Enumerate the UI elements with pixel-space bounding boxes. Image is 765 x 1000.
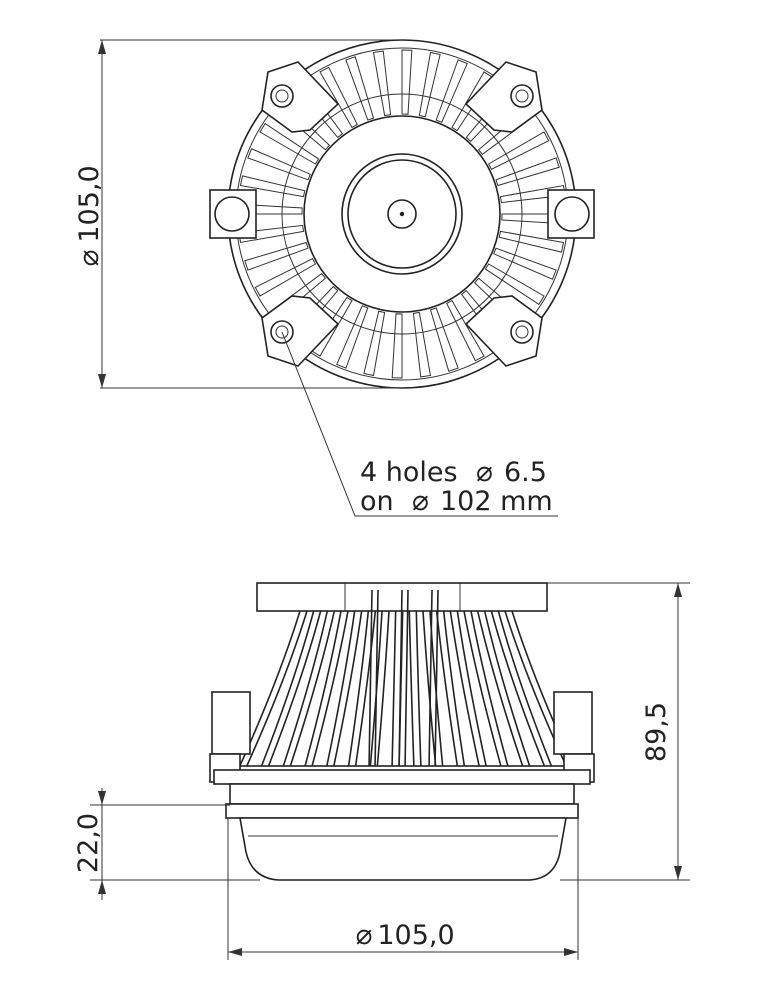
- side-fin: [347, 610, 370, 771]
- side-fin: [288, 610, 336, 771]
- side-fin: [449, 610, 481, 771]
- side-terminal-right: [553, 691, 593, 755]
- side-fin: [303, 610, 342, 771]
- side-fin: [415, 610, 422, 771]
- top-diameter-value: 105,0: [74, 165, 105, 242]
- fin: [446, 299, 485, 362]
- top-view: [209, 39, 595, 389]
- center-dot: [399, 211, 405, 217]
- terminal-left: [209, 189, 257, 239]
- fin: [493, 247, 557, 280]
- side-view: [209, 582, 595, 881]
- side-fin: [310, 610, 349, 771]
- fin: [495, 157, 560, 187]
- side-fin: [259, 610, 315, 771]
- side-fin: [442, 610, 466, 771]
- side-terminal-left: [211, 691, 251, 755]
- side-fin: [281, 610, 329, 771]
- side-fin: [391, 610, 397, 771]
- bottom-diameter-symbol: ⌀: [356, 918, 373, 951]
- mount-hole: [270, 320, 294, 344]
- side-fin: [476, 610, 525, 771]
- fin: [412, 311, 432, 378]
- note-line1-prefix: 4 holes: [360, 457, 458, 488]
- note-line1-value: 6.5: [504, 457, 547, 488]
- fin: [401, 49, 413, 115]
- fin: [259, 122, 320, 165]
- fin: [336, 305, 369, 369]
- hole-note: 4 holes ⌀ 6.5 on ⌀ 102 mm: [281, 331, 558, 517]
- side-fin: [435, 610, 459, 771]
- note-line2-symbol: ⌀: [412, 484, 429, 517]
- side-fin: [332, 610, 363, 771]
- bottom-diameter-dimension: ⌀ 105,0: [227, 818, 579, 960]
- bottom-diameter-value: 105,0: [377, 920, 454, 951]
- side-center-fin: [368, 589, 379, 771]
- fin: [487, 131, 550, 170]
- terminal-right: [547, 189, 595, 239]
- fin: [363, 310, 386, 377]
- note-line2-value: 102 mm: [440, 486, 553, 517]
- fin: [345, 56, 375, 121]
- side-fin: [422, 610, 437, 771]
- fin: [435, 59, 468, 123]
- note-line1-symbol: ⌀: [476, 455, 493, 488]
- top-diameter-dimension: ⌀ 105,0: [72, 39, 402, 389]
- mounting-flange: [261, 61, 543, 367]
- top-diameter-symbol: ⌀: [72, 250, 105, 267]
- mount-hole: [510, 320, 534, 344]
- mount-hole: [510, 84, 534, 108]
- side-fin: [266, 610, 322, 771]
- fin: [429, 307, 459, 372]
- note-line2-prefix: on: [360, 486, 394, 517]
- fin: [391, 313, 403, 379]
- side-rear-dome: [239, 817, 567, 881]
- side-fin: [408, 610, 415, 771]
- fin: [498, 230, 565, 253]
- side-fin: [325, 610, 356, 771]
- side-fin: [376, 610, 390, 771]
- side-fin: [483, 610, 532, 771]
- side-fin: [463, 610, 503, 771]
- center-cap-inner: [347, 159, 457, 269]
- mount-hole: [270, 84, 294, 108]
- center-cap-outer: [341, 153, 463, 275]
- height-value: 89,5: [641, 702, 672, 762]
- base-height-dimension: 22,0: [73, 788, 260, 900]
- side-fin: [456, 610, 488, 771]
- center-pole: [387, 199, 417, 229]
- fin: [319, 66, 358, 129]
- side-center-fin: [398, 589, 409, 771]
- fin: [239, 175, 306, 198]
- base-height-value: 22,0: [73, 813, 104, 873]
- side-fin: [244, 610, 308, 771]
- side-fin: [490, 610, 547, 771]
- fin: [254, 258, 317, 297]
- fin: [247, 148, 311, 181]
- side-fin: [470, 610, 510, 771]
- height-dimension: 89,5: [547, 582, 690, 881]
- fin: [244, 241, 309, 271]
- side-base-ring: [229, 783, 575, 805]
- fin: [418, 51, 441, 118]
- side-fin: [354, 610, 377, 771]
- side-center-fin: [428, 589, 439, 771]
- fin: [372, 50, 392, 117]
- fin: [484, 263, 545, 306]
- side-fin: [497, 610, 554, 771]
- side-cooling-fins: [235, 589, 576, 775]
